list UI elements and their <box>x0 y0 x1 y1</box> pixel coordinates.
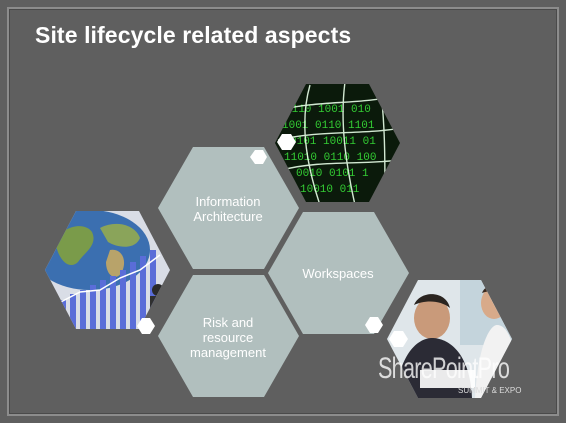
logo-brand-text: SharePointPro <box>378 352 510 385</box>
connector-hexagon-icon <box>277 134 296 150</box>
connector-hexagon-icon <box>389 331 408 347</box>
connector-hexagon-icon <box>365 317 383 333</box>
logo-subtitle-text: SUMMIT & EXPO <box>458 386 522 395</box>
digital-globe-photo-hexagon: 0110 1001 010 1001 0110 1101 0101 10011 … <box>275 84 400 202</box>
sharepointpro-logo: SharePointPro SUMMIT & EXPO <box>378 352 548 402</box>
hexagon-information-architecture <box>158 147 299 269</box>
svg-text:0010 0101 1: 0010 0101 1 <box>296 168 369 180</box>
svg-text:1001 0110 1101: 1001 0110 1101 <box>282 120 375 132</box>
connector-hexagon-icon <box>250 150 267 164</box>
svg-text:0110 1001 010: 0110 1001 010 <box>285 104 371 116</box>
hexagon-label-workspaces: Workspaces <box>302 266 374 281</box>
globe-photo-hexagon <box>45 211 170 329</box>
slide-frame <box>7 7 559 416</box>
svg-text:0101 10011 01: 0101 10011 01 <box>290 136 376 148</box>
hexagon-workspaces <box>268 212 409 334</box>
hexagon-label-information-architecture: Information Architecture <box>193 194 263 224</box>
hexagon-label-risk-management: Risk and resource management <box>190 315 266 360</box>
hexagon-risk-management <box>158 275 299 397</box>
slide-title: Site lifecycle related aspects <box>35 22 352 48</box>
connector-hexagon-icon <box>137 318 155 334</box>
